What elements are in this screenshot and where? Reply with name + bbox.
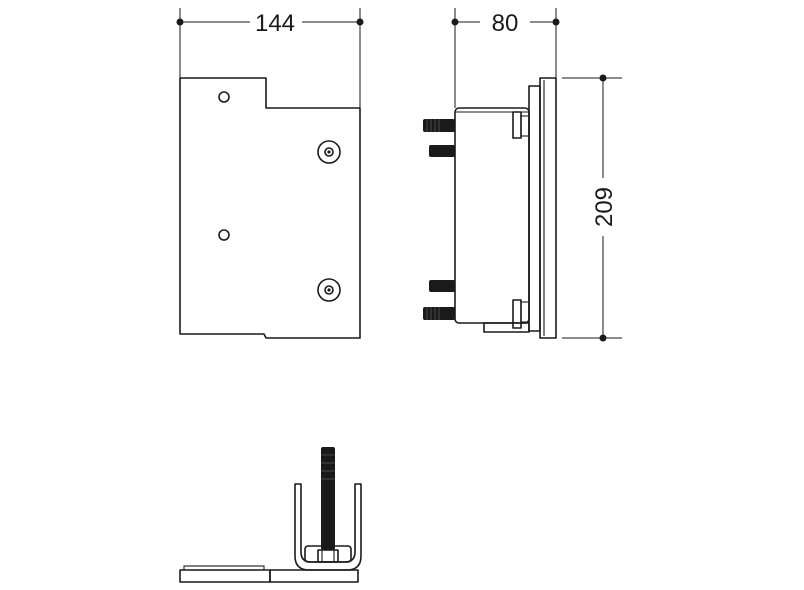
dimension-height-label: 209 [591,187,618,227]
top-view-base-plate-left [179,569,271,583]
dimension-height: 209 [562,74,622,342]
screw-head-top [317,140,341,164]
dimension-width: 144 [176,8,364,108]
mounting-hole-middle [218,229,230,241]
side-view-upper-clamp [512,111,522,139]
side-view [423,77,557,339]
dimension-depth: 80 [451,8,560,108]
front-view-plate-outline [179,77,361,339]
side-view-inner-plate [528,85,541,332]
bolt-bottom-short [429,280,455,292]
bolt-top-short [429,145,455,157]
front-view [179,77,361,339]
top-view-base-plate-right [269,569,359,583]
side-view-wall-plate [539,77,557,339]
dimension-depth-label: 80 [492,10,519,37]
dimension-width-label: 144 [255,10,295,37]
side-view-base-lip [483,322,530,333]
screw-head-bottom [317,278,341,302]
mounting-hole-top [218,91,230,103]
side-view-body [454,107,530,324]
top-view-bolt [321,447,335,550]
top-view [179,447,362,583]
